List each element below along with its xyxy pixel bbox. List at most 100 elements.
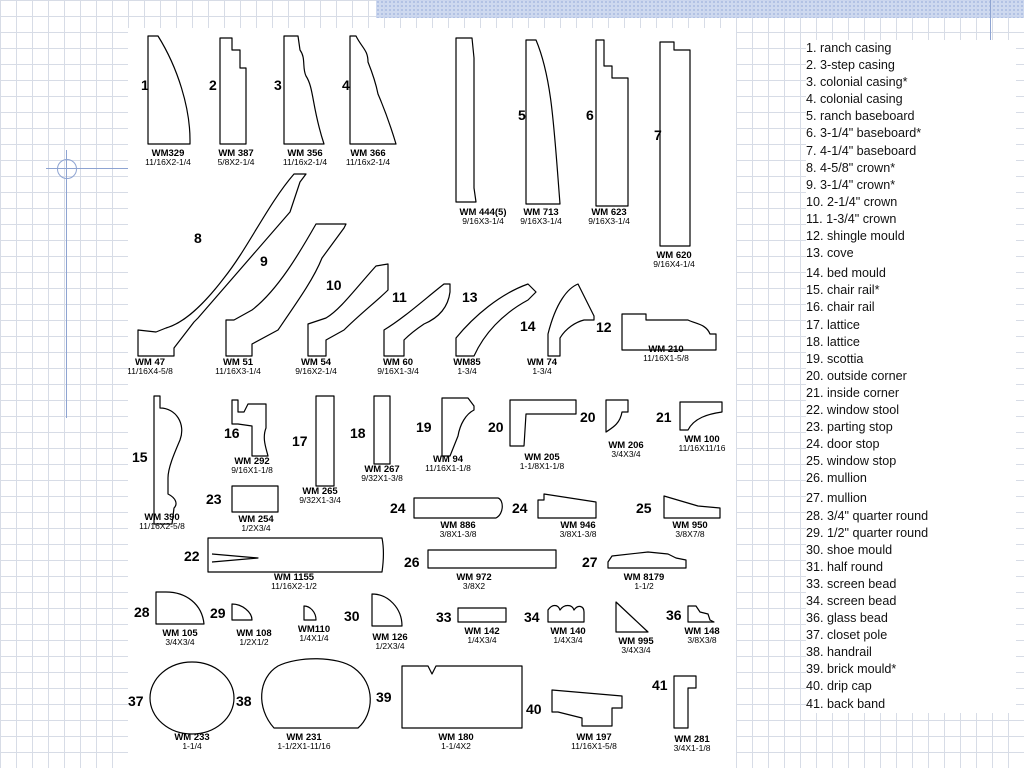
profile-number: 7 [654, 127, 662, 143]
profile-number: 5 [518, 107, 526, 123]
profile-size: 1-3/4 [457, 366, 477, 376]
profile-number: 12 [596, 319, 612, 335]
profile-number: 41 [652, 677, 668, 693]
profile-code: WM 366 [350, 148, 385, 159]
profile-outline [283, 35, 325, 145]
profile-code: WM 972 [456, 572, 491, 583]
profile-number: 15 [132, 449, 148, 465]
profile-number: 20 [580, 409, 596, 425]
legend-item: 1. ranch casing [806, 41, 892, 55]
profile-size: 1/4X3/4 [553, 635, 583, 645]
profile-number: 23 [206, 491, 222, 507]
legend-item: 19. scottia [806, 351, 864, 366]
legend-item: 15. chair rail* [806, 283, 880, 298]
profile-number: 21 [656, 409, 672, 425]
profile-size: 11/16x2-1/4 [346, 157, 391, 167]
profile-size: 11/16X1-5/8 [571, 741, 617, 751]
profile-code: WM110 [298, 624, 330, 635]
profile-number: 24 [390, 500, 406, 516]
diagram-panel [128, 28, 736, 768]
profile-outline [455, 283, 537, 357]
legend-item: 7. 4-1/4" baseboard [806, 143, 917, 158]
profile-number: 22 [184, 548, 200, 564]
profile-number: 4 [342, 77, 350, 93]
profile-outline [207, 537, 385, 573]
profile-size: 11/16x2-1/4 [283, 157, 328, 167]
profile-code: WM 281 [674, 734, 710, 745]
legend-item: 30. shoe mould [806, 542, 893, 557]
profile-size: 3/8X3/8 [687, 635, 717, 645]
profile-number: 29 [210, 605, 226, 621]
profile-size: 3/4X3/4 [165, 637, 195, 647]
profile-code: WM 233 [174, 732, 209, 743]
profile-code: WM329 [152, 148, 185, 159]
profile-outline [595, 39, 629, 207]
profile-size: 9/16X3-1/4 [588, 216, 630, 226]
profile-size: 11/16X3-1/4 [215, 366, 261, 376]
profile-outline [679, 401, 723, 431]
legend-item: 8. 4-5/8" crown* [806, 160, 896, 175]
legend-item: 14. bed mould [806, 266, 886, 281]
legend-item: 27. mullion [806, 491, 867, 506]
profile-outline [663, 495, 721, 519]
profile-code: WM 47 [135, 357, 165, 368]
profile-size: 3/4X3/4 [621, 645, 651, 655]
profile-outline [303, 605, 317, 621]
profile-number: 25 [636, 500, 652, 516]
profile-code: WM 713 [523, 207, 558, 218]
profile-code: WM 105 [162, 628, 198, 639]
profile-outline [607, 551, 687, 569]
profile-outline [615, 601, 649, 633]
profile-number: 3 [274, 77, 282, 93]
profile-code: WM 267 [364, 464, 399, 475]
profile-code: WM85 [453, 357, 481, 368]
profile-size: 11/16X2-1/2 [271, 581, 317, 591]
profile-code: WM 292 [234, 456, 269, 467]
profile-number: 18 [350, 425, 366, 441]
profile-size: 9/16X1-3/4 [377, 366, 419, 376]
legend-item: 23. parting stop [806, 420, 893, 435]
profile-number: 38 [236, 693, 252, 709]
legend-item: 2. 3-step casing [806, 58, 895, 73]
legend-item: 9. 3-1/4" crown* [806, 177, 896, 192]
profile-outline [547, 604, 585, 623]
profile-size: 1/4X1/4 [299, 633, 329, 643]
legend-item: 13. cove [806, 246, 854, 261]
profile-outline [509, 399, 577, 447]
top-band [376, 0, 1024, 18]
profile-outline [231, 399, 269, 457]
profile-code: WM 8179 [624, 572, 665, 583]
legend-item: 26. mullion [806, 471, 867, 486]
legend-item: 10. 2-1/4" crown [806, 194, 898, 209]
moulding-profile: WM 444(5)9/16X3-1/4 [455, 37, 506, 226]
profile-code: WM 108 [236, 628, 271, 639]
legend-item: 16. chair rail [806, 300, 875, 315]
profile-size: 3/8X1-3/8 [440, 529, 477, 539]
profile-outline [687, 605, 715, 623]
profile-code: WM 205 [524, 452, 560, 463]
profile-code: WM 265 [302, 486, 338, 497]
profile-code: WM 356 [287, 148, 322, 159]
legend-item: 5. ranch baseboard [806, 109, 915, 124]
legend-item: 6. 3-1/4" baseboard* [806, 126, 922, 141]
profile-outline [457, 607, 507, 623]
profile-number: 13 [462, 289, 478, 305]
legend-item: 34. screen bead [806, 594, 897, 608]
profile-number: 14 [520, 318, 536, 334]
profile-code: WM 140 [550, 626, 585, 637]
profile-code: WM 1155 [274, 572, 315, 583]
